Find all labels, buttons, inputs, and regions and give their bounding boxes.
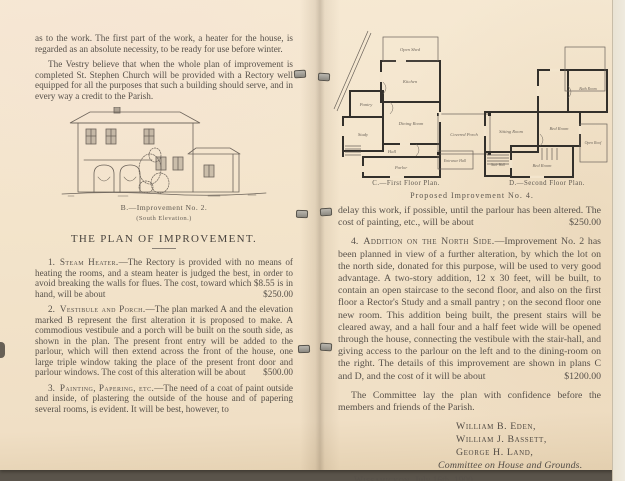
signature-name: William B. Eden,: [456, 421, 537, 433]
staple-icon: [317, 72, 331, 82]
svg-text:Bed Room: Bed Room: [532, 163, 552, 168]
closing-paragraph: The Committee lay the plan with confiden…: [338, 389, 601, 414]
left-page: as to the work. The first part of the wo…: [35, 33, 293, 419]
heading-rule: [152, 248, 176, 249]
staple-icon: [295, 209, 309, 219]
item-text: —The plan marked A and the elevation mar…: [35, 304, 293, 377]
item-text: —The need of a coat of paint outside and…: [35, 382, 293, 414]
staple-icon: [319, 342, 333, 352]
svg-text:Dining Room: Dining Room: [398, 121, 424, 126]
svg-text:Stair Hall: Stair Hall: [491, 163, 505, 167]
photo-edge-right: [612, 0, 625, 481]
signature-name: George H. Land,: [456, 446, 534, 458]
right-page: delay this work, if possible, until the …: [338, 205, 601, 481]
item-lead: Painting, Papering, etc.: [59, 382, 155, 393]
signature-role: Committee on House and Grounds.: [438, 459, 583, 471]
paragraph-text: delay this work, if possible, until the …: [338, 205, 601, 229]
svg-text:Open Roof: Open Roof: [585, 141, 603, 145]
svg-text:Pantry: Pantry: [359, 102, 373, 107]
floor-plans-drawing: Open Shed Kitchen Pantry Study Dining Ro…: [333, 30, 608, 179]
svg-text:Hall: Hall: [387, 149, 397, 154]
cost-value: $500.00: [263, 367, 293, 377]
improvement-item-4: 4. Addition on the North Side.—Improvemen…: [338, 236, 601, 382]
item-lead: Steam Heater.: [59, 257, 119, 267]
figure-caption: B.—Improvement No. 2.: [120, 202, 208, 212]
staple-icon: [297, 344, 311, 354]
page-title: THE PLAN OF IMPROVEMENT.: [70, 232, 258, 245]
paper-page: [0, 0, 613, 470]
svg-text:Study: Study: [358, 132, 369, 137]
svg-text:Covered Porch: Covered Porch: [450, 132, 478, 137]
dateline-date: July 16th, 1900.: [412, 476, 475, 481]
signature-name: William J. Bassett,: [456, 434, 547, 446]
svg-text:Parlor: Parlor: [394, 165, 407, 170]
photo-edge-smudge: [0, 342, 5, 358]
signatures: William B. Eden, William J. Bassett, Geo…: [438, 421, 601, 472]
svg-text:Bed Room: Bed Room: [549, 126, 569, 131]
improvement-item-2: 2. Vestibule and Porch.—The plan marked A…: [35, 304, 293, 378]
plans-main-caption: Proposed Improvement No. 4.: [410, 191, 534, 200]
item-number: 3.: [48, 382, 55, 393]
svg-text:Bath Room: Bath Room: [579, 87, 597, 91]
paragraph-vestry: The Vestry believe that when the whole p…: [35, 59, 293, 101]
item-number: 4.: [351, 236, 359, 248]
first-floor-caption: C.—First Floor Plan.: [372, 180, 440, 187]
cost-value: $250.00: [263, 288, 293, 299]
dateline: Wissahickon, July 16th, 1900.: [354, 475, 601, 481]
first-floor-plan: [342, 60, 441, 178]
paragraph-continuation: as to the work. The first part of the wo…: [35, 33, 293, 54]
paragraph-delay: delay this work, if possible, until the …: [338, 205, 601, 229]
improvement-item-3: 3. Painting, Papering, etc.—The need of a…: [35, 383, 293, 415]
item-text: —The Rectory is provided with no means o…: [35, 257, 293, 299]
item-lead: Addition on the North Side.: [363, 236, 495, 248]
svg-text:Sitting Room: Sitting Room: [499, 129, 524, 134]
improvement-item-1: 1. Steam Heater.—The Rectory is provided …: [35, 257, 293, 299]
svg-text:Open Shed: Open Shed: [400, 47, 421, 52]
cost-value: $250.00: [569, 217, 601, 229]
figure-subcaption: (South Elevation.): [136, 215, 192, 222]
house-elevation-figure: B.—Improvement No. 2. (South Elevation.): [35, 106, 293, 225]
svg-text:Entrance Hall: Entrance Hall: [443, 159, 466, 163]
item-number: 2.: [48, 304, 55, 314]
floor-plans-figure: Open Shed Kitchen Pantry Study Dining Ro…: [330, 26, 614, 202]
item-number: 1.: [48, 257, 55, 267]
item-lead: Vestibule and Porch.: [59, 304, 146, 314]
house-sketch-illustration: [61, 106, 267, 197]
staple-icon: [319, 207, 333, 217]
svg-text:Kitchen: Kitchen: [402, 79, 418, 84]
cost-value: $1200.00: [564, 370, 601, 382]
dateline-place: Wissahickon,: [354, 476, 412, 481]
item-text: —Improvement No. 2 has been planned in v…: [338, 236, 601, 382]
second-floor-caption: D.—Second Floor Plan.: [509, 180, 585, 187]
staple-icon: [293, 69, 307, 79]
